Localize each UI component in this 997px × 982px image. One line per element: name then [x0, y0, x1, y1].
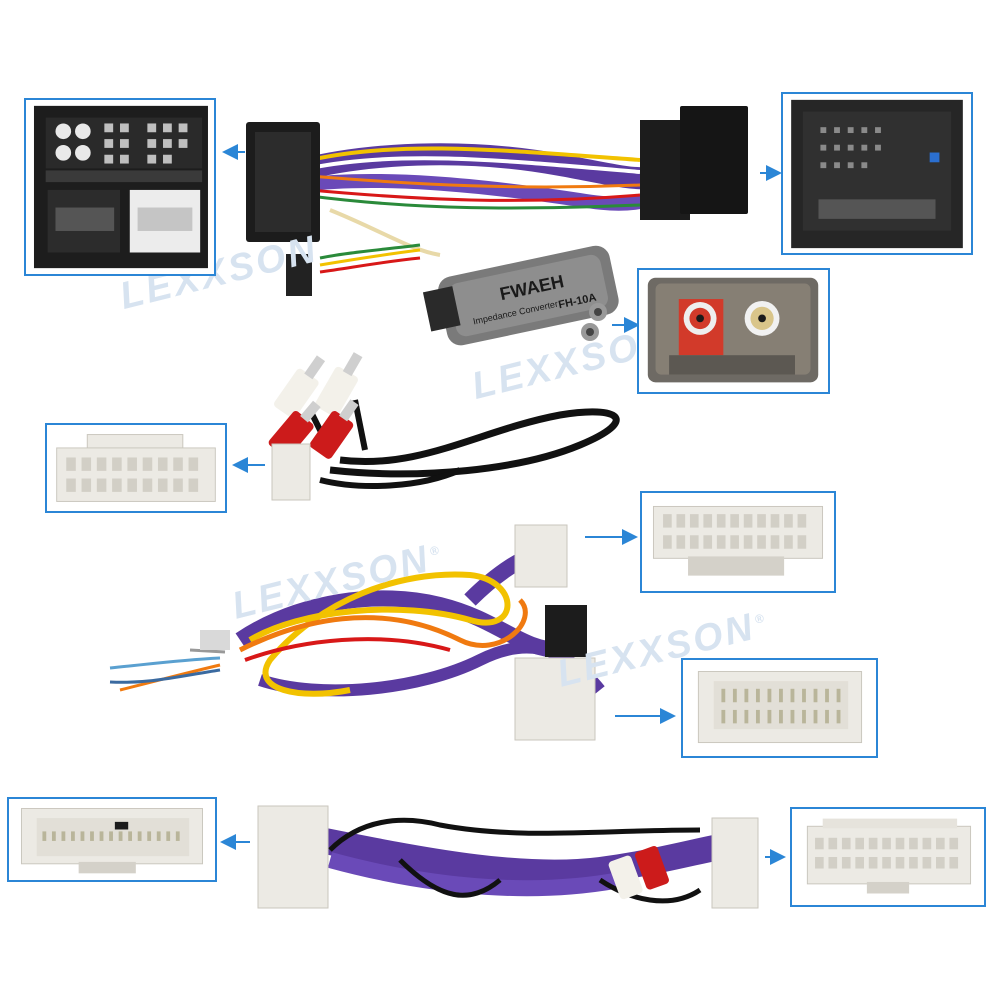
quadlock-female-connector: [24, 98, 216, 276]
white-connector-right: [790, 807, 986, 907]
white-connector-20pin: [45, 423, 227, 513]
rca-output-jacks: [637, 268, 830, 394]
purple-harness: [257, 805, 759, 909]
white-connector-male: [681, 658, 878, 758]
white-connector-24pin: [640, 491, 836, 593]
quadlock-harness: FWAEH Impedance Converter FH-10A: [246, 106, 748, 346]
white-connector-left: [7, 797, 217, 882]
quadlock-male-connector: [781, 92, 973, 255]
callout-arrows: [220, 144, 786, 865]
colored-harness: [109, 524, 605, 741]
rca-cable: [268, 352, 620, 501]
